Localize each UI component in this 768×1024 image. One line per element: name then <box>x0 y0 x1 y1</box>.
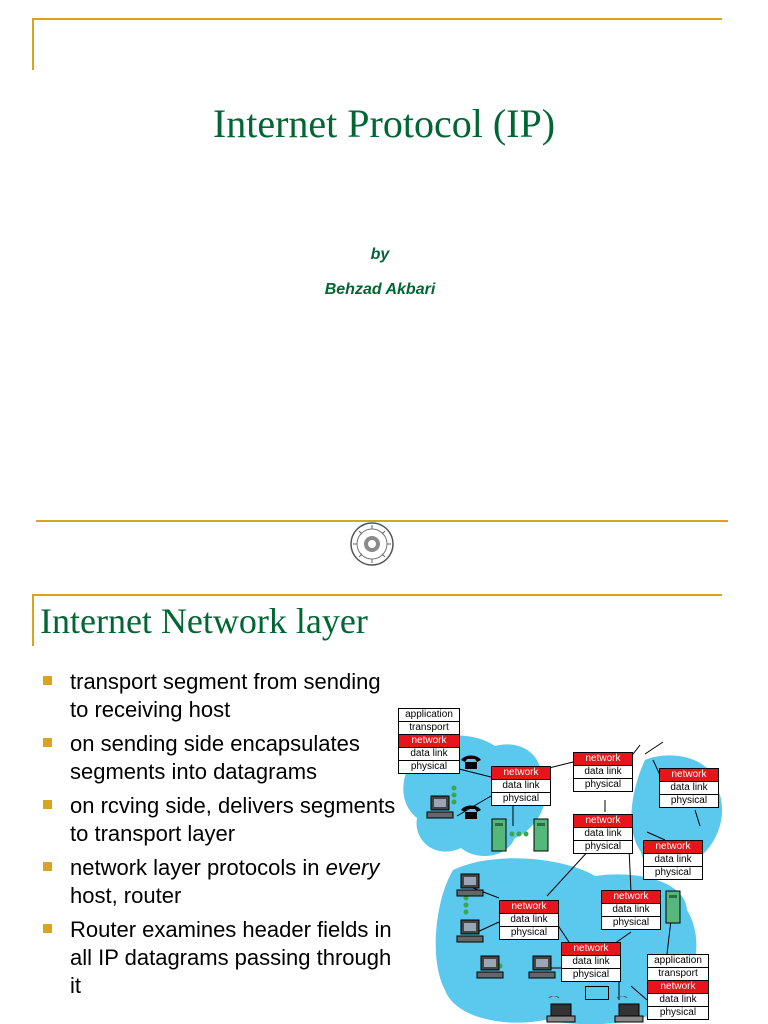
server-icon <box>665 890 681 924</box>
router-protocol-stack: network data link physical <box>573 752 633 792</box>
router-protocol-stack: network data link physical <box>491 766 551 806</box>
computer-icon <box>456 919 484 943</box>
computer-icon <box>476 955 504 979</box>
router-protocol-stack: network data link physical <box>499 900 559 940</box>
router-protocol-stack: network data link physical <box>601 890 661 930</box>
author-name: Behzad Akbari <box>324 281 436 298</box>
computer-icon <box>456 873 484 897</box>
top-rule <box>32 18 722 20</box>
telephone-icon <box>461 755 481 769</box>
bullet-square-icon <box>43 924 52 933</box>
telephone-icon <box>461 805 481 819</box>
list-item: network layer protocols in every host, r… <box>40 854 400 910</box>
byline-label: by <box>370 246 390 263</box>
list-item: transport segment from sending to receiv… <box>40 668 400 724</box>
router-protocol-stack: network data link physical <box>643 840 703 880</box>
router-protocol-stack: network data link physical <box>561 942 621 982</box>
laptop-icon <box>546 996 576 1023</box>
bullet-square-icon <box>43 676 52 685</box>
university-seal-icon <box>350 522 394 566</box>
bottom-rule <box>36 520 728 522</box>
slide-title: Internet Protocol (IP) <box>212 101 556 146</box>
bullet-square-icon <box>43 862 52 871</box>
server-icon <box>491 818 507 852</box>
slide2-title: Internet Network layer <box>40 601 368 641</box>
list-item: Router examines header fields in all IP … <box>40 916 400 1000</box>
slide2-left-rule <box>32 594 34 646</box>
host-protocol-stack: application transport network data link … <box>647 954 709 1020</box>
host-protocol-stack: application transport network data link … <box>398 708 460 774</box>
list-item: on sending side encapsulates segments in… <box>40 730 400 786</box>
router-protocol-stack: network data link physical <box>659 768 719 808</box>
network-diagram: application transport network data link … <box>395 700 725 1024</box>
computer-icon <box>426 795 454 819</box>
router-protocol-stack: network data link physical <box>573 814 633 854</box>
hub-box <box>585 986 609 1000</box>
list-item: on rcving side, delivers segments to tra… <box>40 792 400 848</box>
bullet-list: transport segment from sending to receiv… <box>40 668 400 1006</box>
computer-icon <box>528 955 556 979</box>
laptop-icon <box>614 996 644 1023</box>
slide2-top-rule <box>32 594 722 596</box>
bullet-square-icon <box>43 738 52 747</box>
bullet-square-icon <box>43 800 52 809</box>
server-icon <box>533 818 549 852</box>
left-rule <box>32 18 34 70</box>
